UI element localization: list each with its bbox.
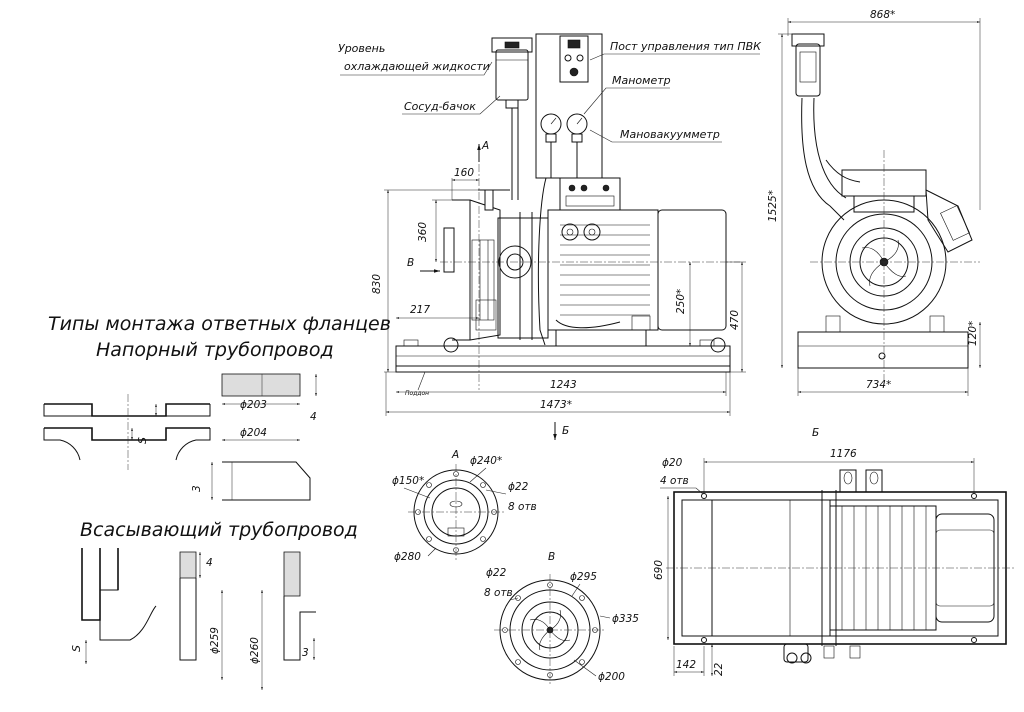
view-a-d240: ϕ240* [470, 455, 502, 467]
flange-d204: ϕ204 [240, 427, 267, 439]
coolant-level-label: Уровень [338, 42, 385, 55]
pallet-tray [395, 365, 731, 373]
coolant-level-label-2: охлаждающей жидкости [344, 60, 490, 73]
view-a-flange: А ϕ150* ϕ240* ϕ22 8 отв ϕ280 [392, 449, 537, 563]
dim-250: 250* [675, 289, 687, 314]
discharge-flange-type-1 [221, 373, 301, 397]
electric-motor [547, 209, 659, 331]
view-v-flange: В ϕ22 8 отв ϕ295 ϕ335 ϕ200 [484, 551, 639, 686]
dim-360: 360 [417, 222, 429, 242]
flange-3b: 3 [302, 647, 309, 659]
dim-1176: 1176 [830, 448, 857, 460]
dim-1473: 1473* [540, 399, 572, 411]
flange-s-1: S [136, 437, 149, 444]
view-v-d200: ϕ200 [598, 671, 625, 683]
flange-d260: ϕ260 [249, 637, 261, 664]
dim-690: 690 [653, 560, 665, 580]
view-b-top: Б 1176 ϕ20 4 отв [653, 427, 1014, 676]
pump-inlet [452, 199, 471, 341]
dim-160: 160 [454, 167, 474, 179]
manometer-label: Манометр [612, 74, 671, 87]
view-v-d295: ϕ295 [570, 571, 597, 583]
flange-3a: 3 [191, 485, 203, 492]
suction-pipeline-title: Всасывающий трубопровод [80, 519, 358, 541]
suction-flange-type-1 [179, 551, 197, 579]
view-v-title: В [548, 551, 555, 563]
control-post-side [925, 189, 973, 253]
discharge-flange-section [44, 403, 210, 417]
front-view: Поддон [338, 33, 762, 440]
view-a-d150: ϕ150* [392, 475, 424, 487]
flange-d259: ϕ259 [209, 627, 221, 654]
flange-s-2: S [70, 645, 83, 652]
dim-217: 217 [410, 304, 430, 316]
tank-label: Сосуд-бачок [404, 100, 476, 113]
dim-1525: 1525* [767, 190, 779, 222]
suction-flange-section [81, 548, 101, 621]
view-a-d280: ϕ280 [394, 551, 421, 563]
pallet-label: Поддон [405, 390, 429, 397]
discharge-flange-type-2 [222, 461, 311, 501]
dim-830: 830 [371, 274, 383, 294]
dim-1243: 1243 [550, 379, 577, 391]
coolant-tank [495, 49, 529, 101]
control-post-label: Пост управления тип ПВК [610, 40, 762, 53]
dim-868: 868* [870, 9, 895, 21]
pump-casing [497, 217, 549, 339]
side-view: 868* 1525* 120* 734* [767, 9, 981, 396]
control-post [559, 35, 589, 83]
view-b-title: Б [812, 427, 819, 439]
lifting-eye [710, 337, 726, 353]
view-v-d22: ϕ22 [486, 567, 507, 579]
view-b-d20: ϕ20 [662, 457, 683, 469]
dim-734: 734* [866, 379, 891, 391]
terminal-box [559, 177, 621, 211]
view-a-d22: ϕ22 [508, 481, 529, 493]
flange-4b: 4 [206, 557, 213, 569]
dim-470: 470 [729, 310, 741, 330]
lifting-eye [443, 337, 459, 353]
motor-fan-cover [657, 209, 727, 331]
discharge-pipeline-title: Напорный трубопровод [96, 339, 334, 361]
suction-flange-type-2 [283, 551, 301, 597]
dim-142: 142 [676, 659, 696, 671]
view-a-holes: 8 отв [508, 501, 537, 513]
view-b-holes: 4 отв [660, 475, 689, 487]
flange-types: Типы монтажа ответных фланцев Напорный т… [43, 313, 391, 690]
view-arrow-b-label: Б [562, 425, 569, 437]
control-post-column [535, 33, 603, 179]
view-a-title: А [451, 449, 459, 461]
view-v-holes: 8 отв [484, 587, 513, 599]
flange-d203: ϕ203 [240, 399, 267, 411]
view-arrow-v-label: В [407, 257, 414, 269]
view-v-d335: ϕ335 [612, 613, 639, 625]
dim-120: 120* [967, 321, 979, 346]
view-arrow-a-label: А [481, 140, 489, 152]
flange-types-title: Типы монтажа ответных фланцев [48, 313, 391, 335]
vacuum-manometer-label: Мановакуумметр [620, 128, 720, 141]
side-base [797, 331, 969, 369]
dim-22: 22 [713, 662, 725, 676]
flange-4a: 4 [310, 411, 317, 423]
tank-side [795, 43, 821, 97]
